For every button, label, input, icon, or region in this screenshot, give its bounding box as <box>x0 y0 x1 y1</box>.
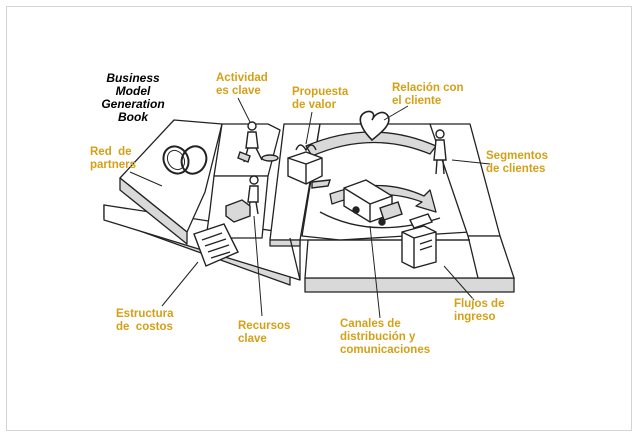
label-relacion-con-el-cliente: Relación con el cliente <box>392 82 464 107</box>
worker-icon <box>237 121 279 163</box>
gift-box-icon <box>287 144 332 189</box>
person-icon <box>433 129 447 175</box>
label-actividades-clave: Actividad es clave <box>216 72 268 97</box>
label-recursos-clave: Recursos clave <box>238 320 291 345</box>
document-icon <box>193 223 239 267</box>
label-red-de-partners: Red de partners <box>90 146 137 171</box>
label-estructura-de-costos: Estructura de costos <box>116 308 174 333</box>
image-frame <box>6 6 632 431</box>
heart-icon <box>359 110 390 142</box>
forklift-worker-icon <box>225 175 259 223</box>
cash-register-icon <box>401 213 437 269</box>
label-segmentos-de-clientes: Segmentos de clientes <box>486 150 548 175</box>
label-propuesta-de-valor: Propuesta de valor <box>292 86 349 111</box>
truck-icon <box>343 179 403 226</box>
leader-lines <box>129 97 491 319</box>
book-title-line: Generation <box>101 97 165 111</box>
book-title-line: Book <box>118 110 148 124</box>
book-title-line: Model <box>115 84 151 98</box>
label-flujos-de-ingreso: Flujos de ingreso <box>454 298 505 323</box>
label-canales: Canales de distribución y comunicaciones <box>340 318 431 356</box>
book-title: Business Model Generation Book <box>90 72 176 124</box>
rings-icon <box>162 145 208 175</box>
book-title-line: Business <box>106 71 160 85</box>
